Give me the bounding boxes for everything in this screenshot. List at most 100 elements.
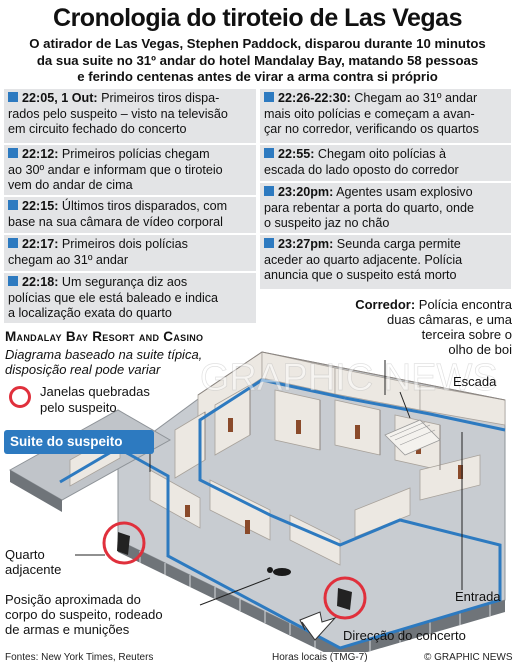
event-text: base na sua câmara de vídeo corporal [8, 214, 223, 229]
event-time: 22:18: [22, 275, 59, 289]
page-title: Cronologia do tiroteio de Las Vegas [53, 4, 462, 32]
event-text: çar no corredor, verificando os quartos [264, 122, 479, 136]
event-time: 22:15: [22, 199, 59, 213]
event-time: 22:55: [278, 147, 315, 161]
event-text: o suspeito jaz no chão [264, 216, 390, 230]
event-text: escada do lado oposto do corredor [264, 162, 459, 177]
corridor-line: terceira sobre o [421, 327, 512, 342]
event-text: Seunda carga permite [333, 237, 461, 251]
event-text: a localização exata do quarto [8, 306, 172, 320]
body-position-line: Posição aproximada do [5, 592, 141, 607]
event-text: mais oito polícias e começam a avan- [264, 106, 475, 121]
subtitle-line: da sua suite no 31º andar do hotel Manda… [36, 52, 479, 68]
event-time: 22:17: [22, 237, 59, 251]
corridor-outline [344, 396, 506, 432]
event-text: vem do andar de cima [8, 178, 133, 192]
event-time: 23:27pm: [278, 237, 334, 251]
event-text: Chegam oito polícias à [314, 147, 447, 161]
timeline-event: 23:20pm: Agentes usam explosivo para reb… [260, 183, 511, 235]
left-wing-facade [10, 470, 62, 512]
event-time: 23:20pm: [278, 185, 334, 199]
broken-window-marker [323, 576, 367, 620]
timeline-left: 22:05, 1 Out: Primeiros tiros dispa- rad… [4, 89, 256, 325]
legend-text: Janelas quebradas pelo suspeito [40, 384, 150, 416]
event-text: ao 30º andar e informam que o tiroteio [8, 162, 223, 177]
body-position-line: corpo do suspeito, rodeado [5, 607, 163, 622]
event-text: anuncia que o suspeito está morto [264, 268, 457, 282]
broken-window-legend-icon [9, 386, 31, 408]
event-time: 22:05, 1 Out: [22, 91, 98, 105]
leader-lines [75, 360, 463, 606]
timeline-event: 22:05, 1 Out: Primeiros tiros dispa- rad… [4, 89, 256, 145]
stairs-block [384, 419, 441, 456]
wall-edges [197, 351, 506, 470]
hotel-subtitle-line: Diagrama baseado na suite típica, [5, 347, 203, 362]
corridor-label: Corredor: Polícia encontra duas câmaras,… [322, 297, 512, 357]
body-position-label: Posição aproximada do corpo do suspeito,… [5, 592, 163, 637]
bullet-square-icon [8, 148, 18, 158]
concert-direction-arrow [299, 611, 337, 641]
bullet-square-icon [8, 92, 18, 102]
footer-sources: Fontes: New York Times, Reuters [5, 652, 154, 663]
timeline-event: 22:12: Primeiros polícias chegam ao 30º … [4, 145, 256, 197]
adjacent-room-label: Quarto adjacente [5, 547, 61, 577]
event-text: rados pelo suspeito – visto na televisão [8, 106, 228, 121]
broken-window-icon [117, 532, 352, 610]
event-time: 22:12: [22, 147, 59, 161]
facade-windows [139, 551, 491, 652]
timeline-event: 22:26-22:30: Chegam ao 31º andar mais oi… [260, 89, 511, 145]
suspect-body-icon [267, 567, 291, 576]
corridor-line: duas câmaras, e uma [386, 312, 512, 327]
bullet-square-icon [264, 238, 274, 248]
timeline-event: 22:17: Primeiros dois polícias chegam ao… [4, 235, 256, 273]
timeline-event: 22:18: Um segurança diz aos polícias que… [4, 273, 256, 325]
corridor-label-bold: Corredor: [355, 297, 416, 312]
suspect-suite-outline [59, 378, 502, 650]
concert-direction-label: Direcção do concerto [343, 628, 466, 643]
event-text: para rebentar a porta do quarto, onde [264, 200, 475, 215]
legend-line: pelo suspeito [40, 400, 117, 415]
body-position-line: de armas e munições [5, 622, 130, 637]
event-text: Agentes usam explosivo [333, 185, 473, 199]
footer-credit: © GRAPHIC NEWS [424, 652, 513, 663]
legend-line: Janelas quebradas [40, 384, 150, 399]
event-text: aceder ao quarto adjacente. Polícia [264, 252, 463, 267]
adjacent-room-line: Quarto [5, 547, 45, 562]
event-text: Primeiros polícias chegam [58, 147, 210, 161]
broken-window-marker [102, 521, 146, 565]
corridor-line: olho de boi [448, 342, 512, 357]
suite-label: Suite do suspeito [4, 430, 154, 454]
event-time: 22:26-22:30: [278, 91, 351, 105]
timeline-event: 23:27pm: Seunda carga permite aceder ao … [260, 235, 511, 291]
event-text: em circuito fechado do concerto [8, 122, 187, 136]
event-text: Um segurança diz aos [58, 275, 188, 289]
timeline-event: 22:55: Chegam oito polícias à escada do … [260, 145, 511, 183]
event-text: Primeiros dois polícias [58, 237, 188, 251]
bullet-square-icon [8, 200, 18, 210]
event-text: Primeiros tiros dispa- [97, 91, 220, 105]
bullet-square-icon [264, 148, 274, 158]
event-text: Chegam ao 31º andar [350, 91, 478, 105]
subtitle-line: e ferindo centenas antes de virar a arma… [77, 69, 438, 84]
subtitle-line: O atirador de Las Vegas, Stephen Paddock… [29, 36, 486, 51]
bullet-square-icon [8, 276, 18, 286]
bullet-square-icon [264, 92, 274, 102]
timeline-right: 22:26-22:30: Chegam ao 31º andar mais oi… [260, 89, 511, 291]
hotel-subtitle-line: disposição real pode variar [5, 362, 161, 377]
adjacent-room-line: adjacente [5, 562, 62, 577]
hotel-subtitle: Diagrama baseado na suite típica, dispos… [5, 347, 202, 377]
stairs-label: Escada [453, 374, 497, 389]
page-subtitle: O atirador de Las Vegas, Stephen Paddock… [6, 36, 509, 86]
event-text: Últimos tiros disparados, com [58, 199, 228, 213]
bullet-square-icon [8, 238, 18, 248]
floor-plan-diagram: GRAPHIC NEWS [8, 351, 506, 652]
timeline-event: 22:15: Últimos tiros disparados, com bas… [4, 197, 256, 235]
event-text: chegam ao 31º andar [8, 252, 129, 267]
bullet-square-icon [264, 186, 274, 196]
entrance-label: Entrada [455, 589, 501, 604]
watermark: GRAPHIC NEWS [200, 357, 498, 399]
hotel-title: Mandalay Bay Resort and Casino [5, 329, 204, 344]
footer-local-time: Horas locais (TMG-7) [272, 652, 368, 663]
event-text: polícias que ele está baleado e indica [8, 290, 219, 305]
corridor-line: Polícia encontra [415, 297, 512, 312]
